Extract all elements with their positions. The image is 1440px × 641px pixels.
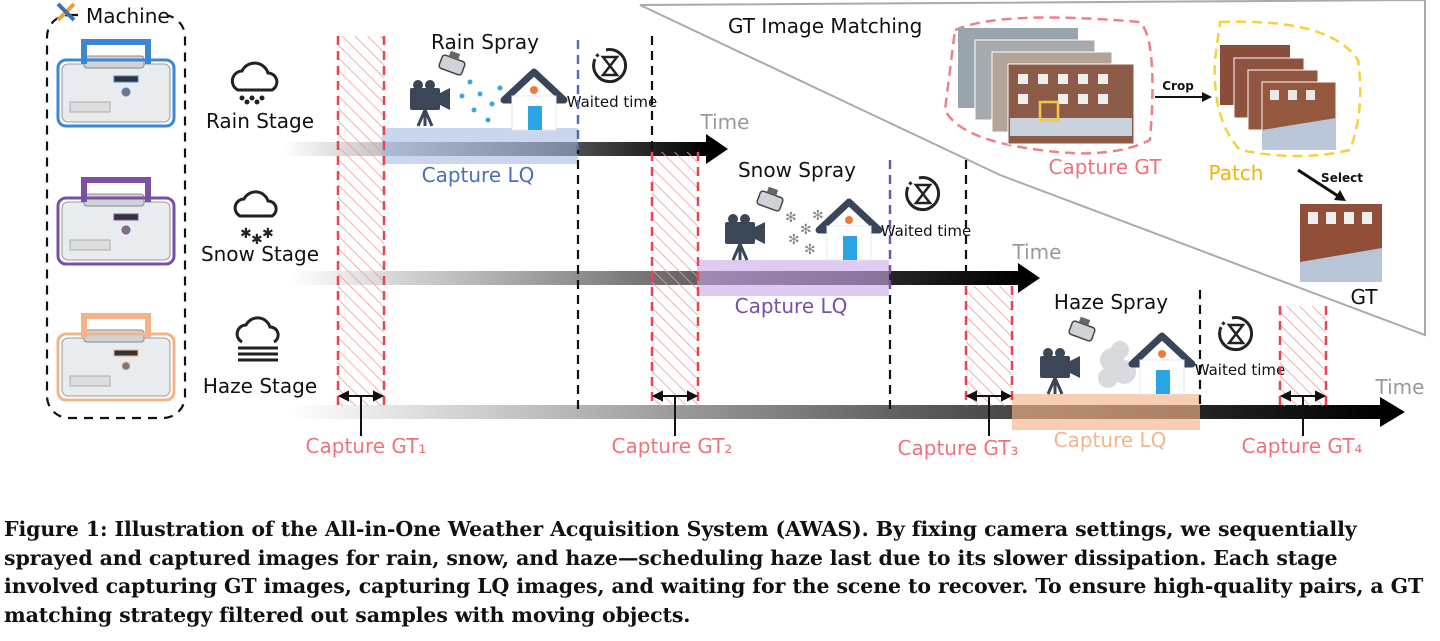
gt-label: GT (1350, 285, 1378, 309)
capture-gt1-label: Capture GT₁ (306, 434, 427, 458)
haze-timeline: Capture LQ Time Haze Spray Waited time (288, 290, 1424, 452)
snow-time-label: Time (1012, 240, 1062, 264)
capture-gt2-label: Capture GT₂ (612, 434, 733, 458)
rain-stage-icon (230, 61, 279, 105)
haze-machine-icon (56, 316, 176, 402)
figure-caption: Figure 1: Illustration of the All-in-One… (4, 517, 1424, 627)
rain-camera-icon (408, 78, 452, 128)
rain-hourglass-icon (592, 48, 628, 84)
rain-timeline: Capture LQ Time Rain Spray Waited time (282, 30, 749, 187)
rain-house-icon (504, 72, 564, 130)
machine-panel: Machine (45, 2, 187, 420)
snow-capture-lq: Capture LQ (735, 294, 848, 318)
snow-hourglass-icon (905, 176, 941, 212)
snow-house-icon (819, 202, 879, 260)
capture-gt3-label: Capture GT₃ (898, 436, 1019, 460)
patch-stack (1220, 45, 1337, 151)
haze-stage-label: Haze Stage (203, 374, 317, 398)
select-label: Select (1321, 171, 1363, 185)
gt-brackets (337, 390, 1327, 436)
haze-hourglass-icon (1218, 316, 1254, 352)
svg-text:✱: ✱ (262, 226, 274, 242)
svg-text:✻: ✻ (800, 222, 812, 238)
svg-text:✱: ✱ (251, 232, 263, 248)
svg-text:✻: ✻ (785, 210, 797, 226)
capture-gt-label: Capture GT (1049, 155, 1163, 179)
tools-icon (56, 2, 76, 22)
snow-stage-icon: ✱✱✱ (233, 190, 278, 248)
gt-matching-panel: GT Image Matching Capture GT Crop Patch (639, 0, 1426, 337)
awas-figure: Machine Rain Stage ✱✱✱ Snow Stage Haze S… (45, 0, 1426, 460)
rain-waited-label: Waited time (567, 93, 658, 111)
haze-capture-lq: Capture LQ (1054, 428, 1167, 452)
svg-text:✻: ✻ (812, 208, 824, 224)
haze-sprayer-icon (1067, 315, 1097, 343)
snow-stage-label: Snow Stage (201, 242, 319, 266)
haze-time-label: Time (1375, 375, 1425, 399)
haze-stage-icon (235, 316, 280, 362)
svg-text:✻: ✻ (804, 242, 816, 258)
rain-sprayer-icon (437, 49, 467, 77)
selected-gt-patch (1300, 204, 1382, 282)
rain-drops-icon (459, 79, 503, 123)
snow-sprayer-icon (755, 185, 785, 213)
svg-text:✱: ✱ (240, 226, 252, 242)
snow-waited-label: Waited time (881, 222, 972, 240)
haze-spray-label: Haze Spray (1054, 290, 1168, 314)
crop-label: Crop (1162, 79, 1194, 93)
rain-time-label: Time (700, 110, 750, 134)
svg-text:✻: ✻ (788, 232, 800, 248)
haze-waited-label: Waited time (1195, 361, 1286, 379)
rain-spray-label: Rain Spray (431, 30, 539, 54)
capture-gt-zones (336, 36, 1328, 406)
snowflakes-icon: ✻✻✻✻✻ (785, 208, 824, 258)
snow-machine-icon (56, 180, 176, 266)
rain-capture-lq: Capture LQ (422, 163, 535, 187)
haze-camera-icon (1038, 346, 1082, 396)
gt-matching-title: GT Image Matching (728, 14, 922, 38)
snow-spray-label: Snow Spray (738, 158, 856, 182)
capture-gt4-label: Capture GT₄ (1242, 434, 1363, 458)
rain-stage-label: Rain Stage (206, 109, 314, 133)
snow-camera-icon (723, 212, 767, 262)
haze-house-icon (1132, 336, 1192, 394)
patch-label: Patch (1209, 161, 1264, 185)
captured-gt-stack (958, 28, 1135, 145)
machine-label: Machine (86, 4, 170, 28)
rain-machine-icon (56, 42, 176, 128)
